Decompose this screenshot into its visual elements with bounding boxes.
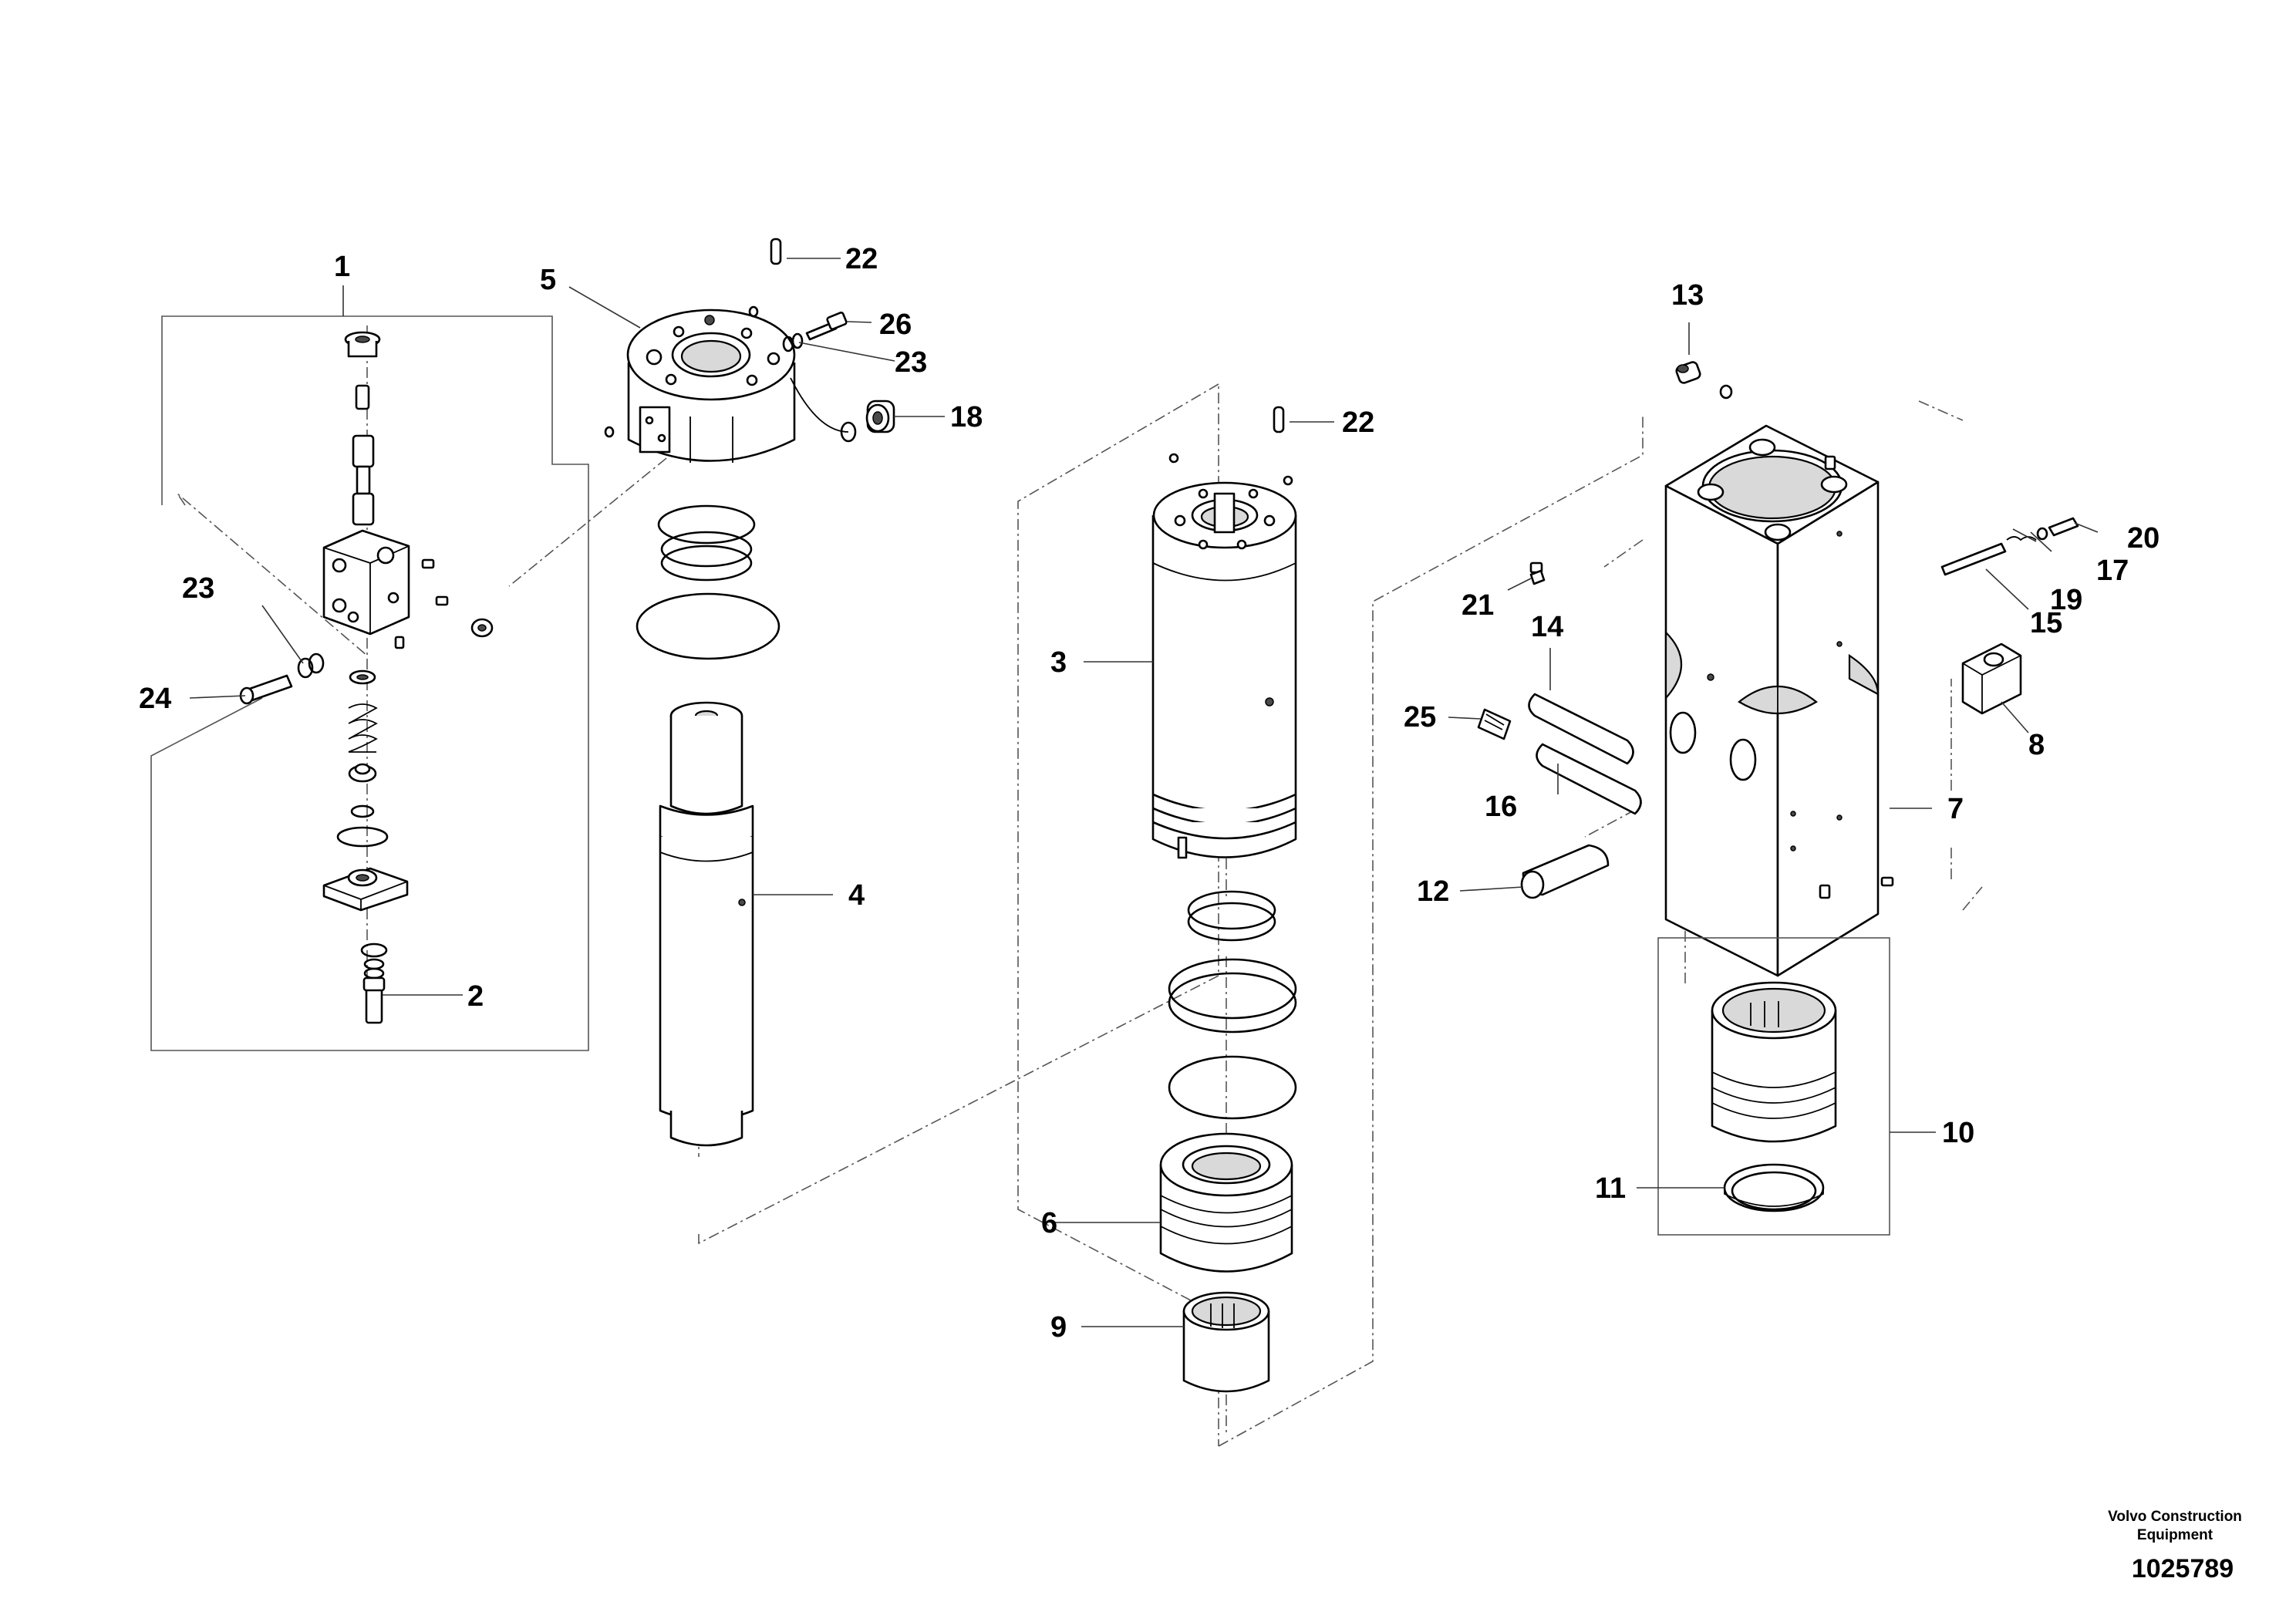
footer-block: Volvo Construction Equipment 1025789 [2108,1509,2242,1583]
callout-17: 17 [2096,555,2129,587]
callout-4: 4 [848,879,865,912]
sleeve-part-9 [1182,1291,1270,1393]
callout-10: 10 [1942,1117,1974,1149]
block-part-8 [1961,642,2022,715]
brand-line-1: Volvo Construction [2108,1509,2242,1525]
callout-11: 11 [1595,1172,1626,1205]
pin-part-22-right [1168,406,1293,486]
callout-23-left: 23 [182,572,214,605]
valve-assembly-parts [239,331,494,1024]
rods-parts-14-16 [1477,569,1642,815]
callout-1: 1 [334,251,350,283]
plug-part-18 [790,377,895,443]
callout-26: 26 [879,309,912,341]
piston-part-4 [659,701,754,1147]
callout-14: 14 [1531,611,1563,643]
seals-piston-top [636,504,781,660]
callout-19: 19 [2050,584,2082,616]
callout-9: 9 [1050,1311,1067,1344]
valve-housing-part-5 [604,305,796,463]
callout-25: 25 [1404,701,1436,733]
brand-line-2: Equipment [2137,1527,2213,1543]
callout-22-left: 22 [845,243,878,275]
callout-20: 20 [2127,522,2159,555]
callout-2: 2 [467,980,484,1013]
callout-16: 16 [1485,791,1517,823]
callout-3: 3 [1050,646,1067,679]
callout-12: 12 [1417,875,1449,908]
callout-21: 21 [1462,589,1494,622]
plug-part-13 [1675,361,1733,400]
callout-18: 18 [950,401,983,433]
cylinder-block-part-7 [1529,424,1894,977]
callout-23-right: 23 [895,346,927,379]
callout-5: 5 [540,264,556,296]
bushing-frame-part-10 [1657,937,1890,1236]
rod-assembly-parts-15-20 [1940,517,2079,576]
ring-part-11 [1723,1163,1825,1212]
valve-assembly-frame [150,315,589,1051]
pin-part-12 [1520,844,1610,899]
callout-13: 13 [1671,279,1704,312]
callout-labels: 1 2 3 4 5 6 7 8 9 10 11 12 13 14 15 16 1… [139,243,2159,1344]
callout-15: 15 [2030,607,2062,639]
pin-part-22-left [770,238,782,265]
callout-7: 7 [1947,793,1964,825]
seals-cylinder-bottom [1168,890,1297,1120]
document-number: 1025789 [2132,1554,2234,1583]
cylinder-part-3 [1151,481,1297,859]
screw-part-26 [782,312,848,352]
bushing-part-6 [1159,1132,1293,1273]
callout-8: 8 [2028,729,2045,761]
callout-24: 24 [139,683,171,715]
callout-22-right: 22 [1342,406,1374,439]
leader-lines [189,258,2099,1327]
callout-6: 6 [1041,1207,1057,1239]
